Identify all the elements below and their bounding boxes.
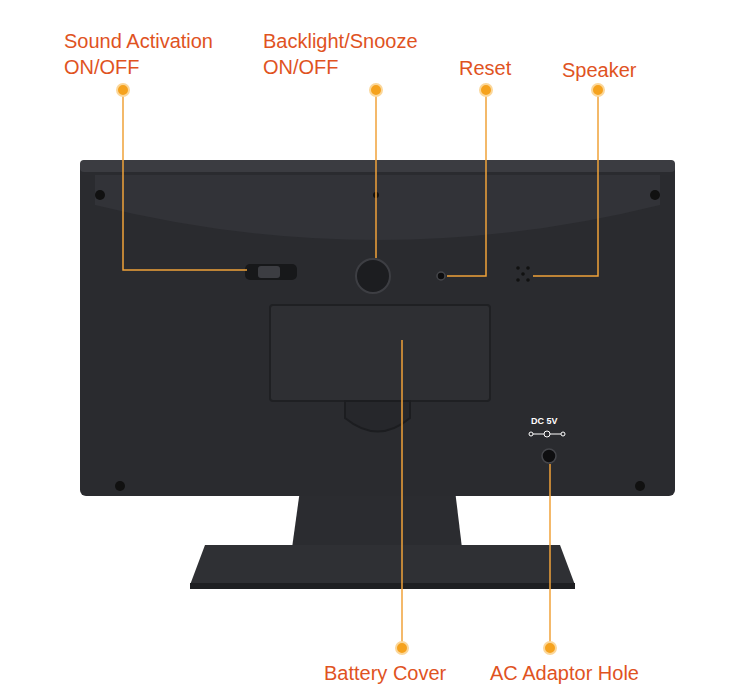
dc-jack: [542, 449, 556, 463]
reset-hole: [437, 272, 445, 280]
leader-lines: [123, 90, 598, 648]
screw: [115, 481, 125, 491]
callout-label: Reset: [459, 55, 511, 81]
snooze-button: [356, 259, 390, 293]
polarity-symbol: [529, 431, 565, 437]
screw: [650, 190, 660, 200]
callout-label: Battery Cover: [324, 660, 446, 686]
switch-knob: [258, 266, 280, 278]
callout-dots: [117, 84, 604, 654]
cover-tab: [345, 401, 410, 432]
device-marking: DC 5V: [531, 416, 558, 427]
screw: [635, 481, 645, 491]
housing-rim: [80, 160, 675, 172]
stand-base-edge: [190, 583, 575, 589]
speaker-holes: [516, 266, 530, 282]
callout-label: AC Adaptor Hole: [490, 660, 639, 686]
callout-label: Backlight/Snooze ON/OFF: [263, 28, 443, 80]
stand-base: [190, 545, 575, 585]
housing-band: [95, 175, 660, 240]
callout-label: Speaker: [562, 57, 637, 83]
stand-neck: [292, 490, 462, 548]
callout-label: Sound Activation ON/OFF: [64, 28, 239, 80]
battery-cover: [270, 305, 490, 401]
clock-housing: [80, 160, 675, 496]
screw: [95, 190, 105, 200]
sound-switch: [245, 264, 297, 280]
